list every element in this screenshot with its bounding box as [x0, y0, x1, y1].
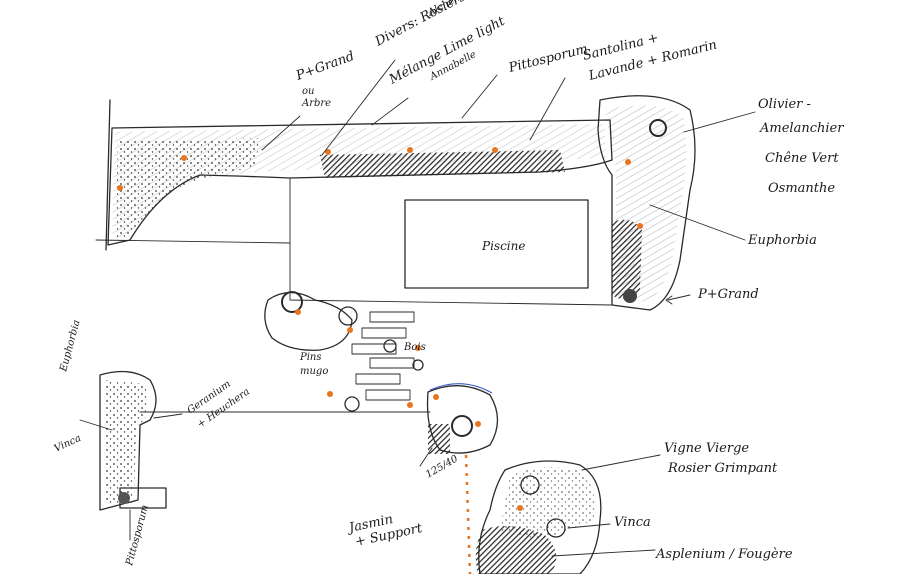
bottom-right-bed — [478, 460, 602, 574]
pittosporum-bottom-symbol — [118, 492, 130, 504]
small-shrub-symbol — [412, 359, 424, 371]
label-p-grand-right: P+Grand — [697, 287, 759, 302]
vinca-symbol — [546, 518, 566, 538]
right-corner-bed — [597, 95, 696, 311]
label-euphorbia-right: Euphorbia — [747, 233, 817, 248]
label-pins-mugo-0: Pins — [299, 352, 322, 363]
vigne-symbol — [520, 475, 540, 495]
label-pittosporum-top: Pittosporum — [506, 42, 589, 76]
label-vinca-left: Vinca — [53, 433, 83, 455]
gravel-left-fill — [115, 138, 260, 238]
bois-stone-symbol — [383, 339, 397, 353]
label-vinca-right: Vinca — [614, 515, 651, 530]
bottom-right-fill — [500, 466, 596, 540]
shrub-left-symbol — [344, 396, 360, 412]
label-euphorbia-left: Euphorbia — [58, 319, 83, 374]
label-p-grand-0: P+Grand — [293, 49, 356, 84]
jasmin-orange-line — [464, 454, 472, 574]
label-vigne-0: Vigne Vierge — [664, 441, 749, 456]
center-tree-symbol — [451, 415, 473, 437]
label-bois: Bois — [403, 342, 426, 353]
label-olivier-0: Olivier - — [758, 97, 811, 112]
left-boundary-line — [105, 99, 111, 251]
label-pins-mugo-1: mugo — [300, 366, 328, 377]
label-p-grand-2: Arbre — [301, 98, 331, 109]
label-p-grand-1: ou — [302, 86, 314, 97]
stepping-stones — [351, 311, 415, 401]
label-olivier-3: Osmanthe — [768, 181, 835, 196]
fern-dark-patch — [475, 526, 557, 574]
right-dark-shrub — [612, 219, 642, 299]
label-pittosporum-bottom: Pittosporum — [124, 504, 151, 568]
pool-terrace-outline — [289, 177, 613, 306]
pins-mugo-bed — [264, 291, 353, 351]
label-vigne-1: Rosier Grimpant — [667, 461, 778, 476]
olivier-tree-symbol — [649, 119, 667, 137]
orange-plant-markers — [117, 147, 643, 511]
pin-mugo-symbol — [281, 291, 303, 313]
blue-outline-accent — [429, 383, 493, 394]
label-size-note: 125/40 — [424, 453, 461, 480]
dark-hedge-strip — [320, 150, 565, 178]
label-olivier-2: Chêne Vert — [765, 151, 839, 166]
pool-basin — [404, 199, 589, 289]
label-olivier-1: Amelanchier — [759, 121, 844, 136]
pool-label: Piscine — [481, 239, 525, 253]
dark-block-center — [428, 424, 450, 454]
bottom-left-bed — [99, 370, 157, 511]
shrub-symbol — [338, 306, 358, 326]
label-asplenium: Asplenium / Fougère — [655, 547, 793, 562]
p-grand-right-symbol — [623, 289, 637, 303]
bottom-left-fill — [104, 380, 148, 505]
leader-lines — [79, 59, 756, 557]
arrow-p-grand-right — [665, 295, 673, 305]
